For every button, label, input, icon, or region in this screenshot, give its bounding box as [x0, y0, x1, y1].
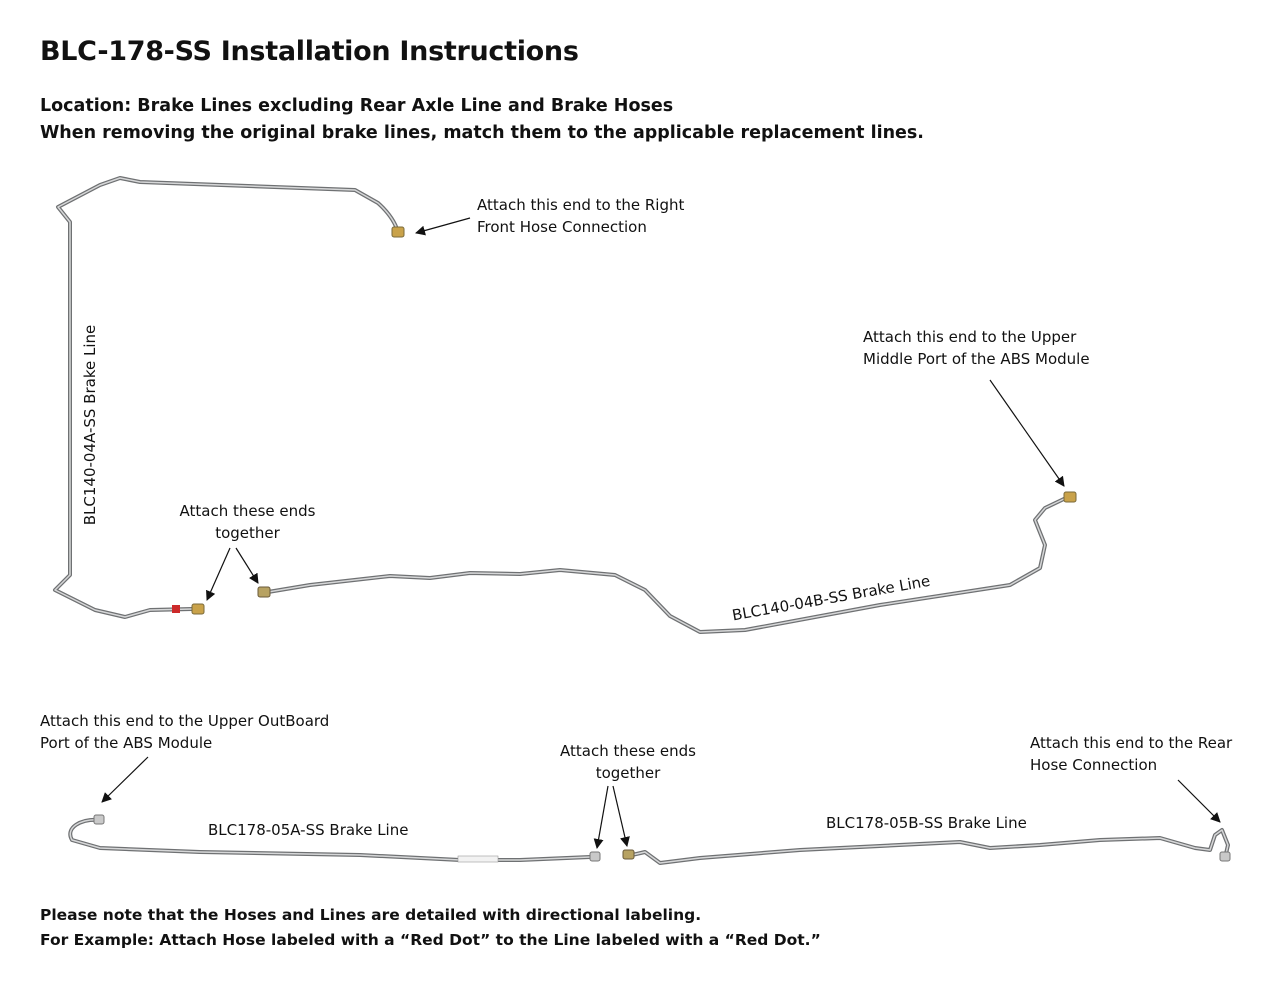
- callout-upper-outboard: Attach this end to the Upper OutBoard Po…: [40, 712, 330, 752]
- footer-note-1: Please note that the Hoses and Lines are…: [40, 906, 702, 924]
- callout-together-bottom: Attach these ends together: [560, 742, 696, 782]
- brake-line-05b: [622, 828, 1231, 865]
- arrow-together-bottom-left: [593, 785, 609, 849]
- brake-line-05a: [68, 814, 601, 863]
- fitting-right-front: [391, 226, 405, 238]
- instruction-subtitle: When removing the original brake lines, …: [40, 123, 924, 143]
- arrow-upper-outboard: [101, 756, 149, 803]
- callout-rear-hose: Attach this end to the Rear Hose Connect…: [1030, 734, 1233, 774]
- arrow-together-bottom-right: [612, 785, 630, 847]
- arrow-right-front: [415, 217, 471, 236]
- tube-label-sticker: [457, 855, 499, 863]
- red-dot-marker: [172, 605, 180, 613]
- arrow-together-top-right: [235, 547, 259, 584]
- fitting-05a-end: [589, 851, 601, 862]
- label-line-04a: BLC140-04A-SS Brake Line: [81, 325, 99, 525]
- fitting-upper-middle: [1063, 491, 1077, 503]
- label-line-05b: BLC178-05B-SS Brake Line: [826, 814, 1027, 832]
- arrow-upper-middle: [989, 379, 1065, 487]
- fitting-04a-end: [191, 603, 205, 615]
- location-subtitle: Location: Brake Lines excluding Rear Axl…: [40, 96, 674, 116]
- fitting-upper-outboard: [93, 814, 105, 825]
- fitting-rear-hose: [1219, 851, 1231, 862]
- fitting-04b-start: [257, 586, 271, 598]
- arrow-rear-hose: [1177, 779, 1221, 823]
- callout-upper-middle: Attach this end to the Upper Middle Port…: [863, 328, 1090, 368]
- footer-note-2: For Example: Attach Hose labeled with a …: [40, 931, 821, 949]
- callout-together-top: Attach these ends together: [179, 502, 316, 542]
- fitting-05b-start: [622, 849, 635, 860]
- page-title: BLC-178-SS Installation Instructions: [40, 36, 579, 67]
- arrow-together-top-left: [206, 547, 231, 601]
- brake-line-04a: [53, 176, 405, 619]
- label-line-05a: BLC178-05A-SS Brake Line: [208, 821, 409, 839]
- label-line-04b: BLC140-04B-SS Brake Line: [731, 572, 932, 625]
- callout-right-front: Attach this end to the Right Front Hose …: [477, 196, 685, 236]
- brake-line-04b: [257, 491, 1077, 634]
